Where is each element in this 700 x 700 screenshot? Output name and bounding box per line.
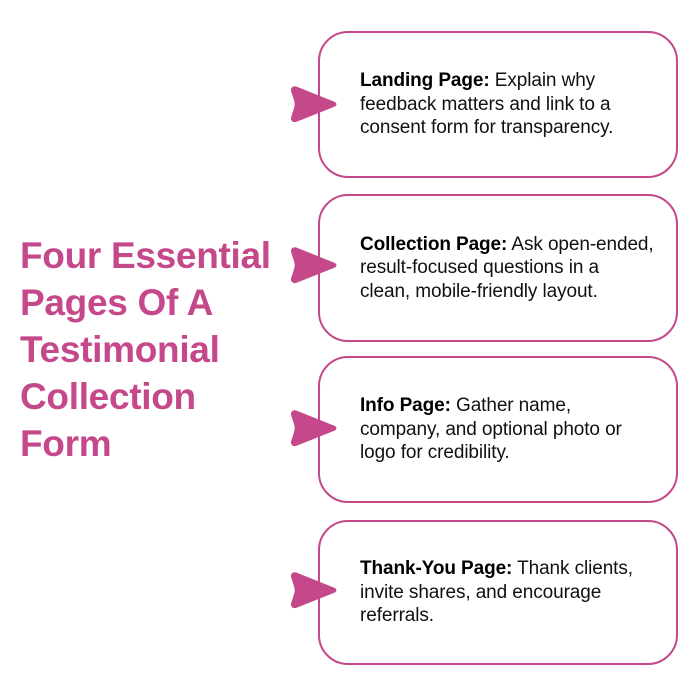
card-info-page-body: Gather name, company, and optional photo… [360,395,622,464]
card-info-page[interactable]: Info Page: Gather name, company, and opt… [318,356,678,503]
card-collection-page-body: Ask open-ended, result-focused questions… [360,233,654,302]
card-landing-page-text: Landing Page: Explain why feedback matte… [320,69,676,140]
card-thank-you-page-text: Thank-You Page: Thank clients, invite sh… [320,557,676,628]
card-collection-page[interactable]: Collection Page: Ask open-ended, result-… [318,194,678,342]
card-thank-you-page[interactable]: Thank-You Page: Thank clients, invite sh… [318,520,678,665]
card-info-page-lead: Info Page: [360,395,451,417]
card-collection-page-lead: Collection Page: [360,233,508,255]
page-title: Four Essential Pages Of A Testimonial Co… [20,235,271,464]
card-info-page-text: Info Page: Gather name, company, and opt… [320,394,676,465]
card-landing-page[interactable]: Landing Page: Explain why feedback matte… [318,31,678,178]
card-thank-you-page-lead: Thank-You Page: [360,558,513,580]
card-landing-page-lead: Landing Page: [360,70,490,92]
title-block: Four Essential Pages Of A Testimonial Co… [20,232,292,467]
card-list: Landing Page: Explain why feedback matte… [318,0,700,700]
card-thank-you-page-body: Thank clients, invite shares, and encour… [360,558,633,627]
card-collection-page-text: Collection Page: Ask open-ended, result-… [320,233,676,304]
card-landing-page-body: Explain why feedback matters and link to… [360,70,614,139]
